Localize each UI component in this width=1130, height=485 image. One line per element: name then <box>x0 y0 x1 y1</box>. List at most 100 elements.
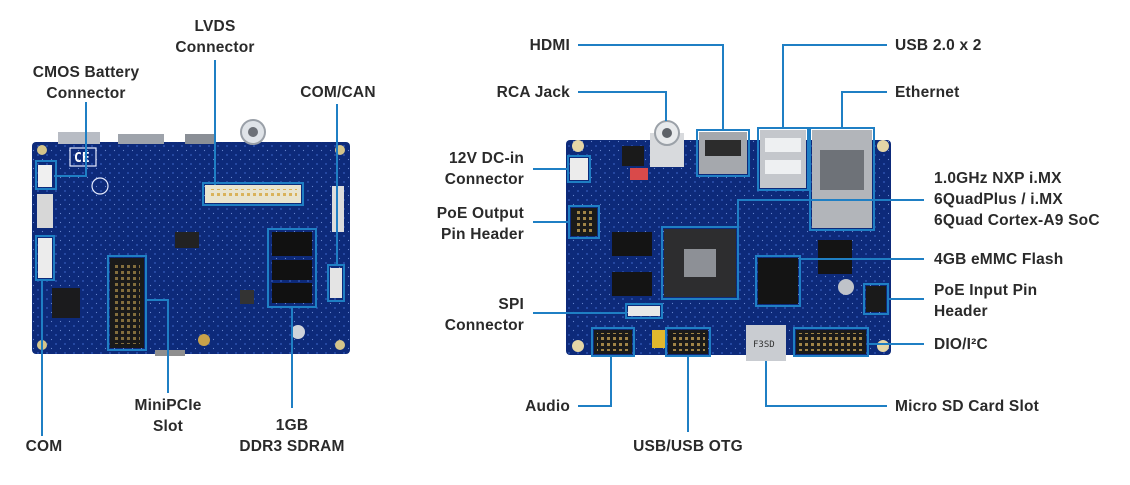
usb-port-upper <box>765 138 801 152</box>
label-microsd-line-1: Micro SD Card Slot <box>895 398 1039 415</box>
top-ram-chip-2 <box>612 272 652 296</box>
label-emmc: 4GB eMMC Flash <box>934 249 1094 270</box>
bottom-rca-hole <box>248 127 258 137</box>
label-hdmi-line-1: HDMI <box>529 37 570 54</box>
microsd-slot-body <box>746 325 786 361</box>
label-usb-otg: USB/USB OTG <box>618 436 758 457</box>
label-poein-line-1: PoE Input Pin <box>934 282 1038 299</box>
label-ddr-line-2: DDR3 SDRAM <box>239 438 345 455</box>
label-poeout-line-1: PoE Output <box>436 205 524 222</box>
label-ddr-line-1: 1GB <box>275 417 309 434</box>
poein-header-body <box>866 286 886 312</box>
audio-header-pins <box>597 333 629 351</box>
bottom-mount-hole-3 <box>37 145 47 155</box>
label-poeout-line-2: Pin Header <box>441 226 524 243</box>
audio-leader <box>578 356 612 407</box>
bottom-left-header-mid <box>37 194 53 228</box>
emmc-chip <box>758 258 798 304</box>
label-minipcie-line-1: MiniPCIe <box>134 397 202 414</box>
label-minipcie-slot: MiniPCIe Slot <box>118 395 218 437</box>
label-lvds-line-1: LVDS <box>194 18 236 35</box>
ddr-chip-3 <box>272 283 312 303</box>
soc-highlight <box>661 226 739 300</box>
label-ddr3-sdram: 1GB DDR3 SDRAM <box>232 415 352 457</box>
top-ram-chip-1 <box>612 232 652 256</box>
minipcie-slot-pins <box>114 262 140 344</box>
label-usb2: USB 2.0 x 2 <box>895 35 1035 56</box>
ce-silk-box <box>69 147 97 167</box>
spi-connector-body <box>628 306 660 316</box>
top-mount-hole-4 <box>877 340 889 352</box>
label-spi-line-2: Connector <box>444 317 524 334</box>
label-minipcie-line-2: Slot <box>152 418 184 435</box>
label-micro-sd: Micro SD Card Slot <box>895 396 1075 417</box>
rca-jack-hole <box>662 128 672 138</box>
bottom-smd-2 <box>240 290 254 304</box>
label-audio-line-1: Audio <box>525 398 570 415</box>
spi-highlight <box>625 303 663 319</box>
top-jumper-header <box>622 146 644 166</box>
bottom-processor <box>52 288 80 318</box>
label-cmos-line-2: Connector <box>46 85 126 102</box>
label-cmos-line-1: CMOS Battery <box>32 64 140 81</box>
usb2-leader <box>782 44 887 128</box>
hdmi-leader <box>578 44 724 130</box>
emmc-highlight <box>755 255 801 307</box>
label-poe-input: PoE Input Pin Header <box>934 280 1084 322</box>
audio-highlight <box>591 327 635 357</box>
label-dcin-line-1: 12V DC-in <box>448 150 524 167</box>
label-poein-line-2: Header <box>934 303 988 320</box>
com-highlight <box>35 235 55 281</box>
label-com-can: COM/CAN <box>288 82 388 103</box>
microsd-silkscreen: F3SD <box>753 340 775 350</box>
top-leader-lines <box>533 44 924 432</box>
top-board: F3SD <box>533 44 924 432</box>
com-header-body <box>38 238 52 278</box>
dio-header-pins <box>799 333 863 351</box>
bottom-silk-circle <box>91 177 109 195</box>
top-ic-right <box>818 240 852 274</box>
label-dio-line-1: DIO/I²C <box>934 336 988 353</box>
lvds-connector-pins <box>209 189 297 199</box>
yellow-capacitor <box>652 330 666 348</box>
label-usb2-line-1: USB 2.0 x 2 <box>895 37 982 54</box>
label-lvds-line-2: Connector <box>175 39 255 56</box>
label-emmc-line-1: 4GB eMMC Flash <box>934 251 1064 268</box>
top-capacitor <box>838 279 854 295</box>
rca-leader <box>578 91 667 121</box>
soc-die <box>684 249 716 277</box>
top-mount-hole-1 <box>572 140 584 152</box>
label-audio: Audio <box>460 396 570 417</box>
ethernet-leader <box>841 91 887 128</box>
label-comcan-line-1: COM/CAN <box>300 84 376 101</box>
bottom-mount-hole-6 <box>335 340 345 350</box>
bottom-board: CE <box>32 60 350 436</box>
label-lvds-connector: LVDS Connector <box>166 16 264 58</box>
usbotg-header-pins <box>671 333 705 351</box>
label-dio-i2c: DIO/I²C <box>934 334 1034 355</box>
label-soc: 1.0GHz NXP i.MX 6QuadPlus / i.MX 6Quad C… <box>934 168 1124 231</box>
top-mount-hole-2 <box>877 140 889 152</box>
bottom-mount-hole-1 <box>198 334 210 346</box>
label-spi-connector: SPI Connector <box>412 294 524 336</box>
label-12v-dc-in: 12V DC-in Connector <box>412 148 524 190</box>
bottom-leader-lines <box>41 60 338 436</box>
label-usbotg-line-1: USB/USB OTG <box>633 438 743 455</box>
label-hdmi: HDMI <box>460 35 570 56</box>
label-soc-line-1: 1.0GHz NXP i.MX <box>934 170 1062 187</box>
soc-leader <box>737 199 924 227</box>
label-com-line-1: COM <box>25 438 63 455</box>
label-ethernet: Ethernet <box>895 82 1015 103</box>
microsd-leader <box>765 361 887 407</box>
cmos-leader <box>54 102 87 177</box>
label-ethernet-line-1: Ethernet <box>895 84 960 101</box>
label-cmos-battery-connector: CMOS Battery Connector <box>20 62 152 104</box>
bottom-left-header-top <box>38 165 52 187</box>
ce-silkscreen: CE <box>74 151 90 166</box>
label-spi-line-1: SPI <box>498 296 524 313</box>
lvds-highlight <box>202 182 304 206</box>
ddr-chip-1 <box>272 232 312 256</box>
poeout-header-pins <box>574 211 594 233</box>
